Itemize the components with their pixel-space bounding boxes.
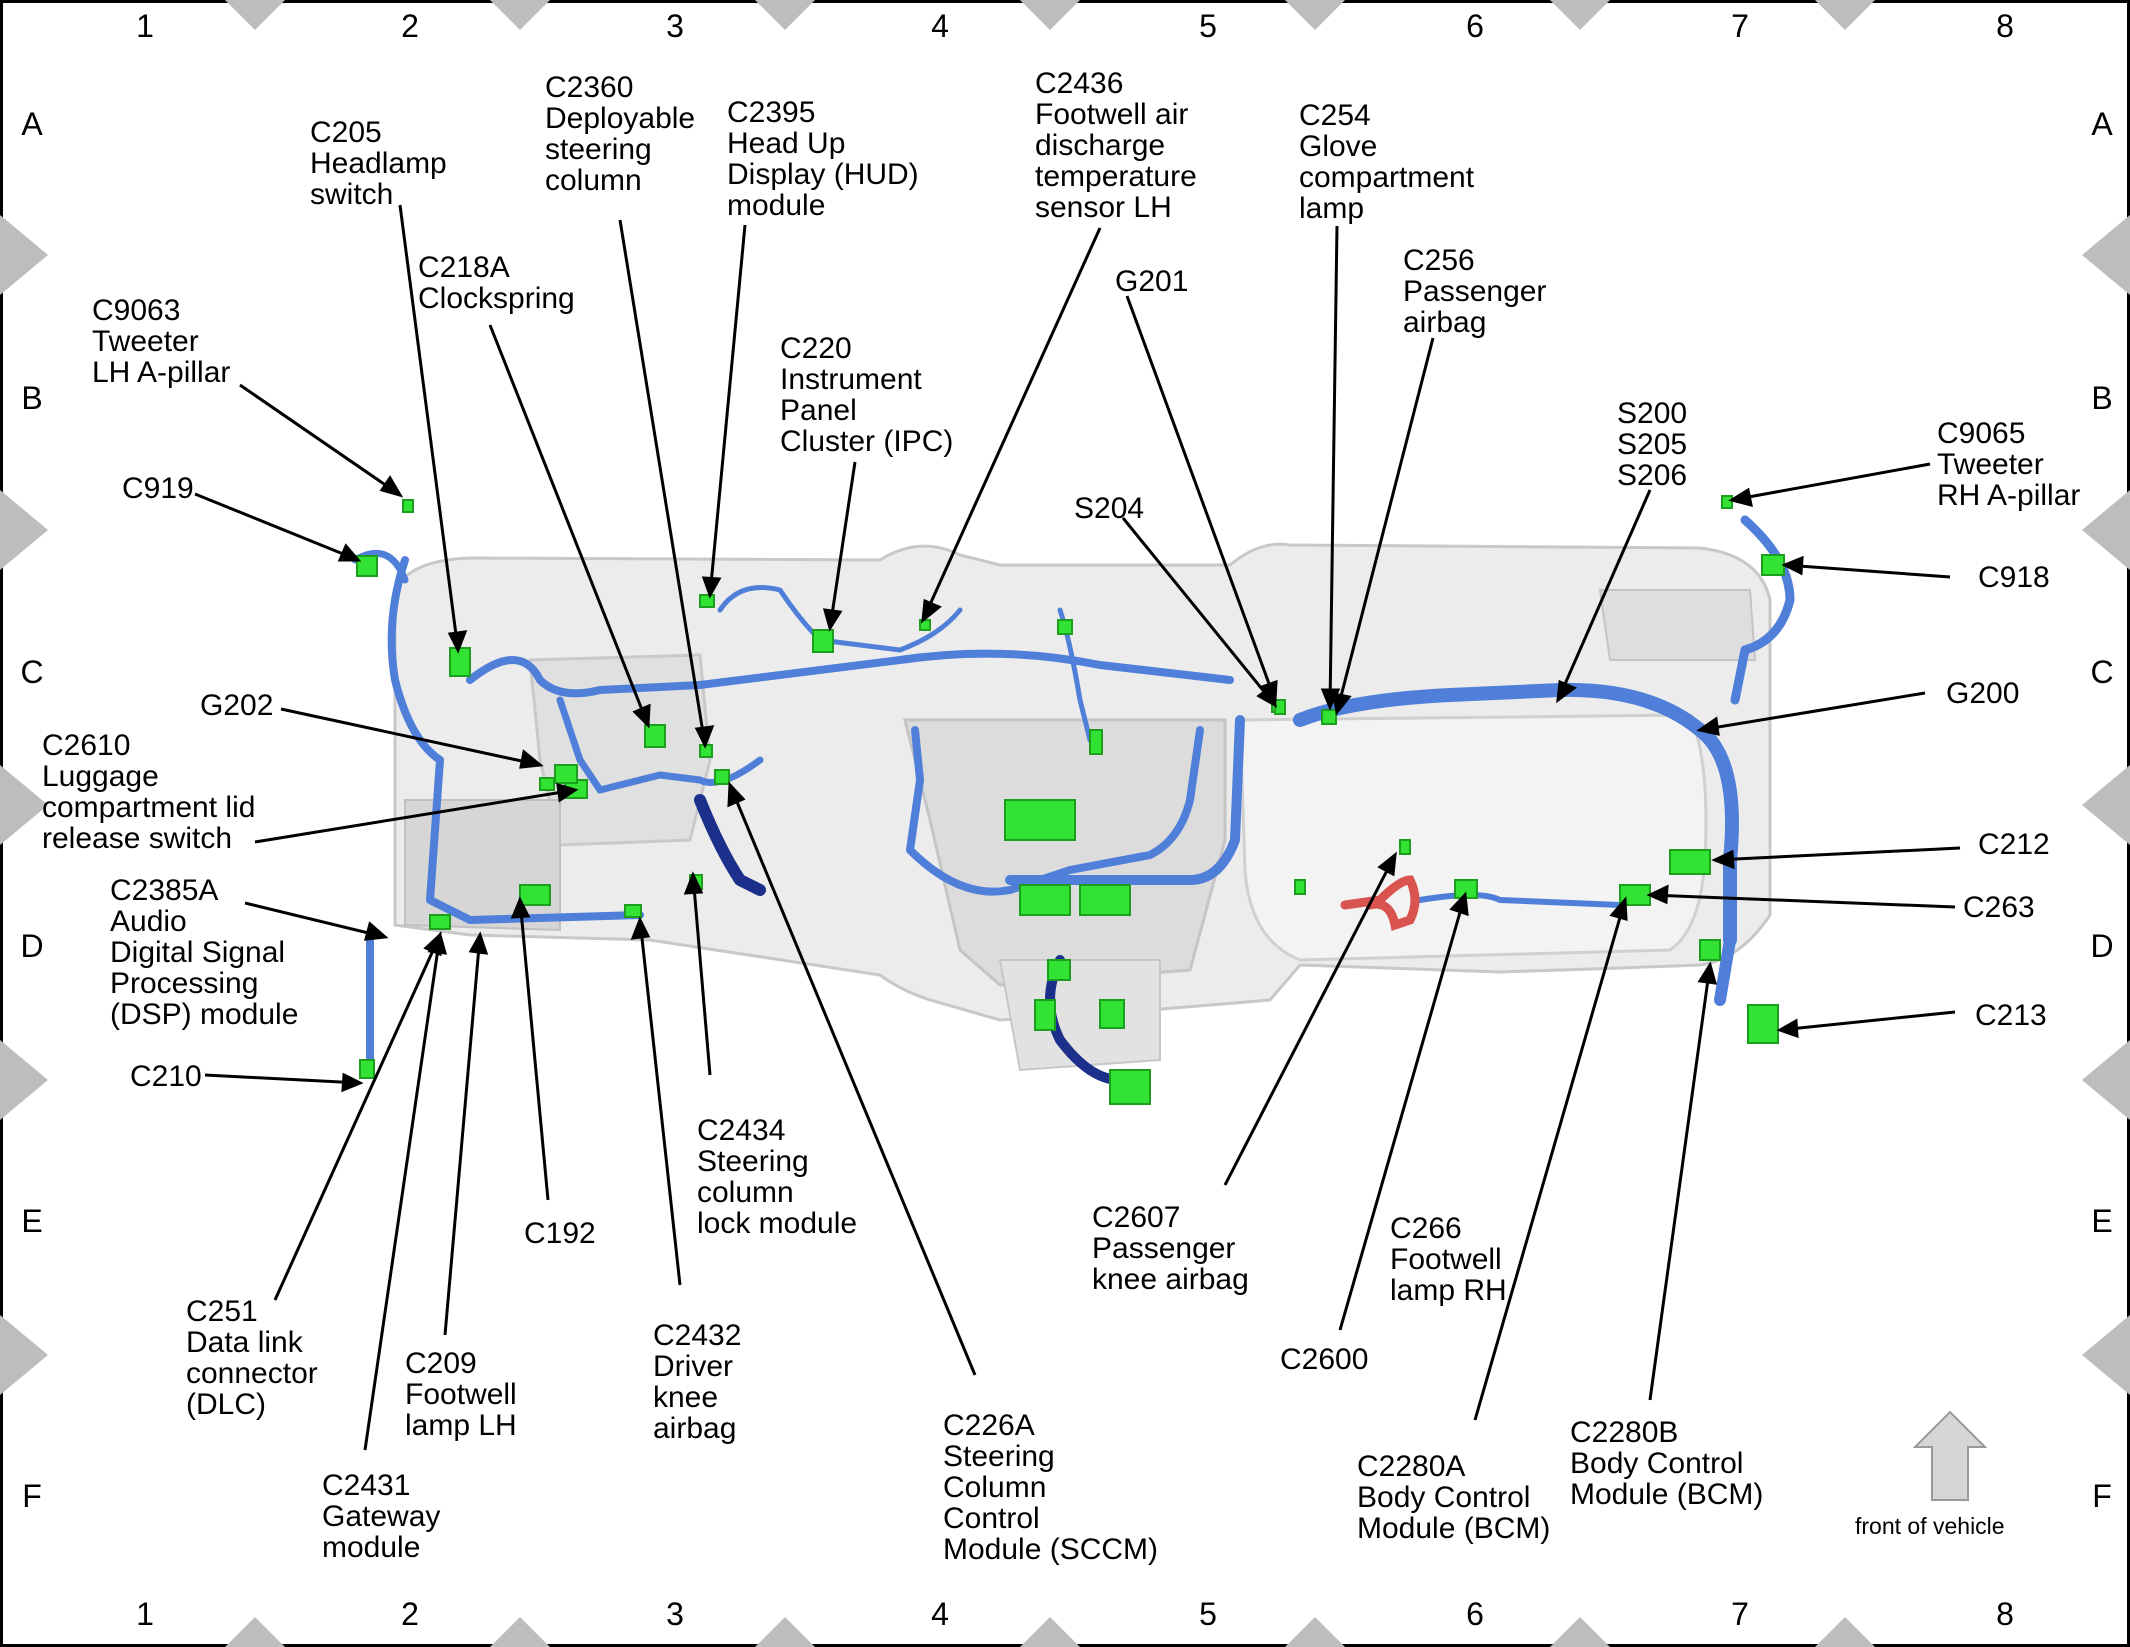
instrument-panel-illustration: [393, 542, 1772, 1072]
row-label-d-left: D: [20, 928, 44, 964]
label-c205: C205 Headlamp switch: [310, 116, 447, 211]
col-label-8-top: 8: [1996, 8, 2014, 44]
label-g202: G202: [200, 689, 274, 722]
col-label-8-bottom: 8: [1996, 1596, 2014, 1632]
label-c2607: C2607 Passenger knee airbag: [1092, 1201, 1249, 1296]
col-label-5-bottom: 5: [1199, 1596, 1217, 1632]
row-label-c-left: C: [20, 654, 44, 690]
col-label-3-top: 3: [666, 8, 684, 44]
label-c2280a: C2280A Body Control Module (BCM): [1357, 1450, 1551, 1545]
label-c9065: C9065 Tweeter RH A-pillar: [1937, 417, 2081, 512]
label-c192: C192: [524, 1217, 596, 1250]
label-c226a: C226A Steering Column Control Module (SC…: [943, 1409, 1159, 1566]
label-c220: C220 Instrument Panel Cluster (IPC): [780, 332, 954, 458]
col-label-1-top: 1: [136, 8, 154, 44]
label-c2610: C2610 Luggage compartment lid release sw…: [42, 729, 256, 855]
col-label-7-bottom: 7: [1731, 1596, 1749, 1632]
label-c263: C263: [1963, 891, 2035, 924]
col-label-2-bottom: 2: [401, 1596, 419, 1632]
row-label-e-left: E: [21, 1203, 43, 1239]
front-of-vehicle-label: front of vehicle: [1855, 1513, 2005, 1539]
label-c2280b: C2280B Body Control Module (BCM): [1570, 1416, 1764, 1511]
label-c2432: C2432 Driver knee airbag: [653, 1319, 742, 1445]
label-c2436: C2436 Footwell air discharge temperature…: [1035, 67, 1197, 224]
label-c210: C210: [130, 1060, 202, 1093]
row-label-c-right: C: [2090, 654, 2114, 690]
label-c918: C918: [1978, 561, 2050, 594]
label-c2395: C2395 Head Up Display (HUD) module: [727, 96, 919, 222]
label-c2431: C2431 Gateway module: [322, 1469, 441, 1564]
leader-lines: [194, 204, 1961, 1451]
label-c2360: C2360 Deployable steering column: [545, 71, 696, 197]
row-label-f-right: F: [2092, 1478, 2112, 1514]
col-label-6-bottom: 6: [1466, 1596, 1484, 1632]
col-label-3-bottom: 3: [666, 1596, 684, 1632]
connectors: [356, 495, 1785, 1105]
label-s204: S204: [1074, 492, 1145, 525]
col-label-6-top: 6: [1466, 8, 1484, 44]
col-label-1-bottom: 1: [136, 1596, 154, 1632]
label-c919: C919: [122, 472, 194, 505]
label-g201: G201: [1115, 265, 1189, 298]
label-c9063: C9063 Tweeter LH A-pillar: [92, 294, 231, 389]
label-c2600: C2600: [1280, 1343, 1369, 1376]
col-label-4-bottom: 4: [931, 1596, 949, 1632]
row-label-a-left: A: [21, 106, 43, 142]
label-s200: S200 S205 S206: [1617, 397, 1688, 492]
label-c213: C213: [1975, 999, 2047, 1032]
row-label-b-left: B: [21, 380, 43, 416]
knee-airbag-harness: [1340, 875, 1420, 931]
label-c266: C266 Footwell lamp RH: [1390, 1212, 1507, 1307]
row-label-d-right: D: [2090, 928, 2114, 964]
row-label-a-right: A: [2091, 106, 2113, 142]
row-label-e-right: E: [2091, 1203, 2113, 1239]
col-label-7-top: 7: [1731, 8, 1749, 44]
label-c2385a: C2385A Audio Digital Signal Processing (…: [110, 874, 299, 1031]
label-c2434: C2434 Steering column lock module: [697, 1114, 858, 1240]
label-c256: C256 Passenger airbag: [1403, 244, 1547, 339]
row-label-b-right: B: [2091, 380, 2113, 416]
label-c212: C212: [1978, 828, 2050, 861]
label-c254: C254 Glove compartment lamp: [1299, 99, 1475, 225]
col-label-2-top: 2: [401, 8, 419, 44]
front-arrow-icon: [1912, 1410, 1988, 1501]
label-c209: C209 Footwell lamp LH: [405, 1347, 517, 1442]
col-label-4-top: 4: [931, 8, 949, 44]
col-label-5-top: 5: [1199, 8, 1217, 44]
label-g200: G200: [1946, 677, 2020, 710]
row-label-f-left: F: [22, 1478, 42, 1514]
label-c251: C251 Data link connector (DLC): [186, 1295, 318, 1421]
label-c218a: C218A Clockspring: [418, 251, 575, 315]
